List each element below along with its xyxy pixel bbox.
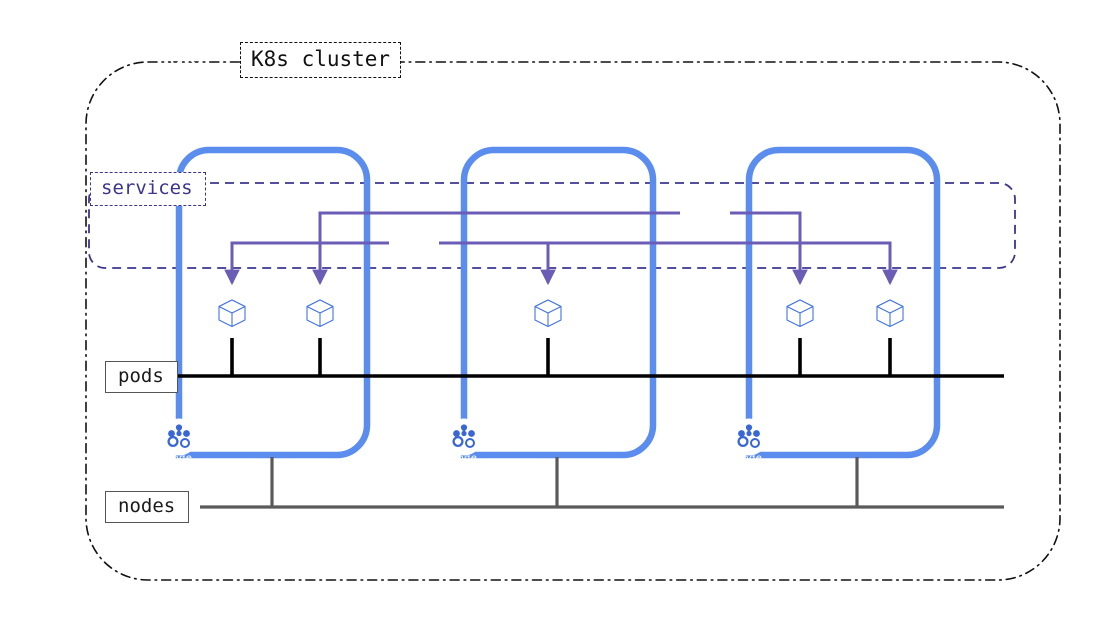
node-icon-1[interactable]: node — [160, 418, 1108, 624]
nodes-axis-label: nodes — [105, 491, 190, 523]
pod-2-caption: pod — [311, 325, 329, 336]
cluster-boundary — [85, 61, 1061, 581]
svc-right-caption: svc — [697, 229, 714, 239]
deployment-capsule-3 — [745, 146, 941, 459]
pod-icon-2[interactable]: pod — [306, 299, 1108, 624]
node-icon-2[interactable]: node — [445, 418, 1108, 624]
pod-cube-icon — [306, 299, 334, 328]
link-svc-right-to-pod-5 — [730, 211, 808, 286]
link-svc-right-to-pod-3 — [312, 211, 680, 286]
pod-5-caption: pod — [881, 325, 899, 336]
pod-3-caption: pod — [539, 325, 557, 336]
service-sitemap-icon — [688, 198, 722, 225]
pod-icon-5[interactable]: pod — [876, 299, 1108, 624]
deployment-capsules — [175, 146, 941, 459]
pod-icon-4[interactable]: pod — [786, 299, 1108, 624]
link-svc-left-to-pod-4 — [439, 241, 898, 286]
pod-cube-icon — [786, 299, 814, 328]
pod-icon-1[interactable]: pod — [218, 299, 1108, 624]
pod-icon-3[interactable]: pod — [534, 299, 1108, 624]
services-region-label: services — [90, 172, 206, 206]
cluster-title-label: K8s cluster — [240, 42, 402, 78]
svc-icon-left[interactable]: svc — [397, 228, 1108, 624]
node-gears-icon — [452, 424, 475, 448]
pod-1-caption: pod — [223, 325, 241, 336]
node-gears-icon — [167, 424, 190, 448]
service-links — [224, 211, 898, 286]
nodes-axis — [200, 457, 1004, 509]
deployment-capsule-1 — [175, 146, 371, 459]
link-svc-left-to-pod-2 — [439, 241, 556, 286]
link-svc-left-to-pod-1 — [224, 241, 389, 286]
svc-left-caption: svc — [406, 259, 423, 269]
svc-icon-right[interactable]: svc — [688, 198, 1108, 624]
node-3-caption: node — [736, 453, 763, 464]
pod-4-caption: pod — [791, 325, 809, 336]
services-region — [88, 182, 1016, 269]
node-gears-icon — [737, 424, 760, 448]
pod-cube-icon — [218, 299, 246, 328]
node-icon-3[interactable]: node — [730, 418, 1108, 624]
node-1-caption: node — [166, 453, 193, 464]
node-2-caption: node — [451, 453, 478, 464]
pod-cube-icon — [876, 299, 904, 328]
service-sitemap-icon — [397, 228, 431, 255]
pod-cube-icon — [534, 299, 562, 328]
kubernetes-helm-wheel-icon — [169, 38, 203, 72]
pods-axis — [108, 338, 1004, 378]
pods-axis-label: pods — [105, 361, 178, 393]
deployment-capsule-2 — [460, 146, 657, 459]
